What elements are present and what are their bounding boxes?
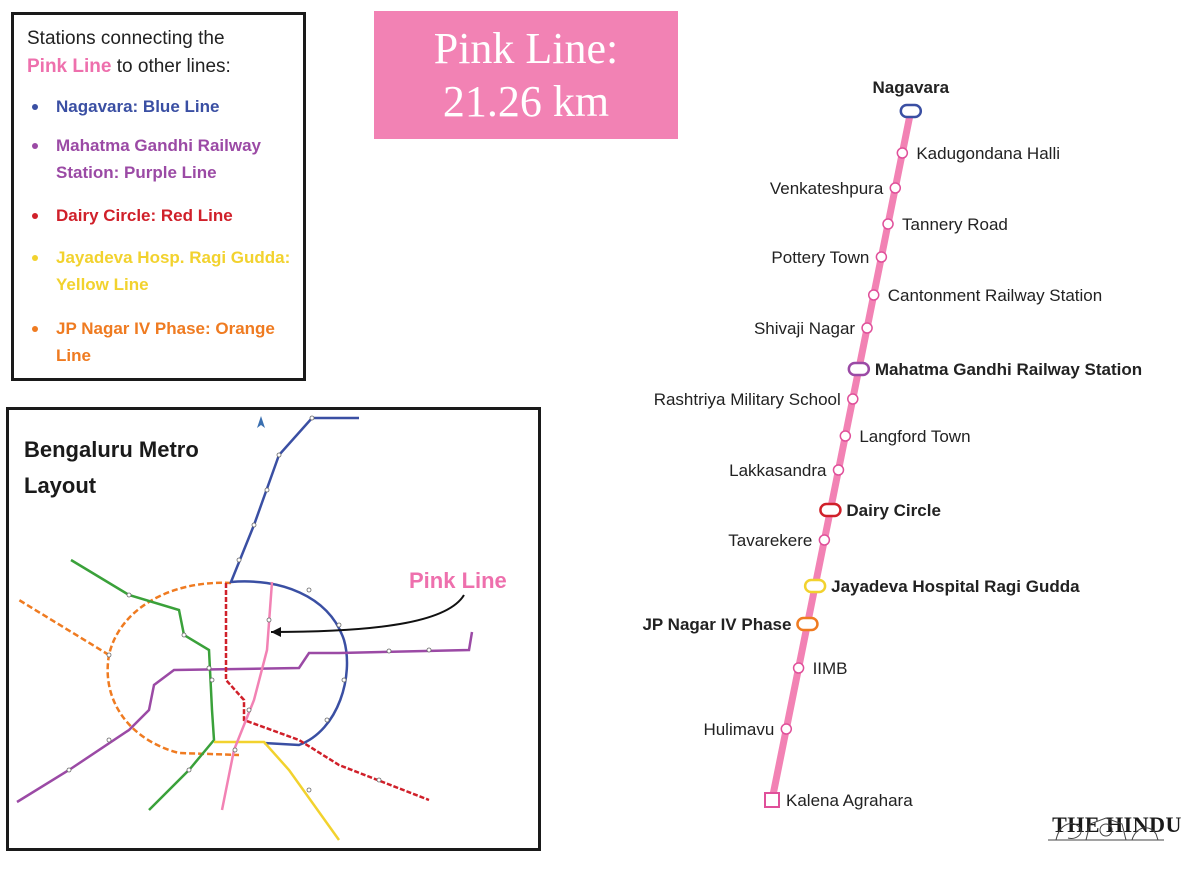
callout-arrowhead-icon	[271, 627, 281, 637]
layout-blue-line	[229, 416, 359, 747]
station-label: Pottery Town	[771, 248, 869, 267]
legend-item-nagavara: Nagavara: Blue Line	[32, 93, 296, 120]
legend-pink-line-label: Pink Line	[27, 56, 112, 77]
station-label: Jayadeva Hospital Ragi Gudda	[831, 577, 1080, 596]
pink-line-track	[768, 109, 915, 801]
title-line1: Pink Line:	[433, 24, 619, 73]
legend-item-text: Dairy Circle: Red Line	[56, 206, 233, 225]
layout-pink-line	[220, 581, 274, 811]
station-marker	[792, 662, 805, 674]
legend-dot-orange	[32, 326, 38, 332]
title-box: Pink Line: 21.26 km	[374, 11, 678, 139]
legend-item-text: Mahatma Gandhi Railway Station: Purple L…	[56, 136, 261, 182]
legend-intro-rest: to other lines:	[111, 56, 231, 77]
station-marker	[889, 182, 902, 194]
station-marker	[867, 289, 880, 301]
legend-item-text: JP Nagar IV Phase: Orange Line	[56, 319, 275, 365]
station-marker	[899, 103, 923, 119]
legend-item-text: Nagavara: Blue Line	[56, 97, 220, 116]
station-label: IIMB	[813, 659, 848, 678]
station-marker	[832, 464, 845, 476]
legend-dot-blue	[32, 104, 38, 110]
station-label: Cantonment Railway Station	[888, 286, 1103, 305]
logo-emblem-icon	[1048, 817, 1164, 841]
station-marker	[780, 723, 793, 735]
station-marker	[803, 578, 827, 594]
station-label: Kadugondana Halli	[916, 144, 1060, 163]
legend-item-mg-railway: Mahatma Gandhi Railway Station: Purple L…	[32, 132, 296, 186]
metro-layout-box: Bengaluru Metro Layout	[6, 407, 541, 851]
legend-dot-purple	[32, 143, 38, 149]
station-label: Tavarekere	[728, 531, 812, 550]
station-marker	[839, 430, 852, 442]
layout-red-line	[224, 583, 430, 802]
station-label: Dairy Circle	[846, 501, 941, 520]
layout-station-dots	[66, 415, 432, 793]
station-label: Nagavara	[873, 78, 950, 97]
station-label: Lakkasandra	[729, 461, 827, 480]
legend-intro: Stations connecting the Pink Line to oth…	[27, 25, 231, 81]
station-label: Langford Town	[859, 427, 970, 446]
station-marker	[882, 218, 894, 230]
station-marker	[819, 502, 842, 518]
station-label: Mahatma Gandhi Railway Station	[875, 360, 1142, 379]
station-marker	[875, 251, 888, 263]
legend-item-text: Jayadeva Hosp. Ragi Gudda: Yellow Line	[56, 248, 291, 294]
station-label: Kalena Agrahara	[786, 791, 913, 810]
station-marker	[764, 792, 780, 808]
station-marker	[847, 361, 871, 377]
station-label: Venkateshpura	[770, 179, 884, 198]
title-line2: 21.26 km	[442, 77, 610, 126]
layout-green-line	[70, 558, 216, 811]
pink-line-callout-label: Pink Line	[409, 568, 507, 593]
station-marker	[847, 393, 859, 405]
station-label: Hulimavu	[703, 720, 774, 739]
the-hindu-logo: THE HINDU	[1046, 812, 1188, 841]
legend-item-dairy-circle: Dairy Circle: Red Line	[32, 202, 296, 229]
pink-line-callout-arrow	[270, 594, 465, 633]
layout-purple-line	[16, 631, 474, 804]
station-label: JP Nagar IV Phase	[642, 615, 791, 634]
legend-dot-yellow	[32, 255, 38, 261]
station-marker	[896, 147, 909, 159]
station-label: Shivaji Nagar	[754, 319, 855, 338]
legend-item-jayadeva: Jayadeva Hosp. Ragi Gudda: Yellow Line	[32, 244, 296, 298]
station-marker	[861, 322, 873, 334]
logo-text: THE HINDU	[1052, 812, 1182, 837]
metro-layout-title: Bengaluru Metro Layout	[24, 437, 199, 498]
layout-orange-branch	[18, 598, 110, 657]
legend-item-jp-nagar: JP Nagar IV Phase: Orange Line	[32, 315, 296, 369]
station-marker	[818, 534, 831, 546]
legend-dot-red	[32, 213, 38, 219]
station-marker	[796, 616, 819, 632]
legend-intro-line1: Stations connecting the	[27, 28, 225, 49]
metro-layout-map: Pink Line	[16, 415, 507, 841]
station-label: Rashtriya Military School	[654, 390, 841, 409]
north-arrow-icon	[257, 416, 265, 428]
station-label: Tannery Road	[902, 215, 1008, 234]
layout-yellow-line	[214, 740, 341, 841]
legend-box: Stations connecting the Pink Line to oth…	[11, 12, 306, 381]
